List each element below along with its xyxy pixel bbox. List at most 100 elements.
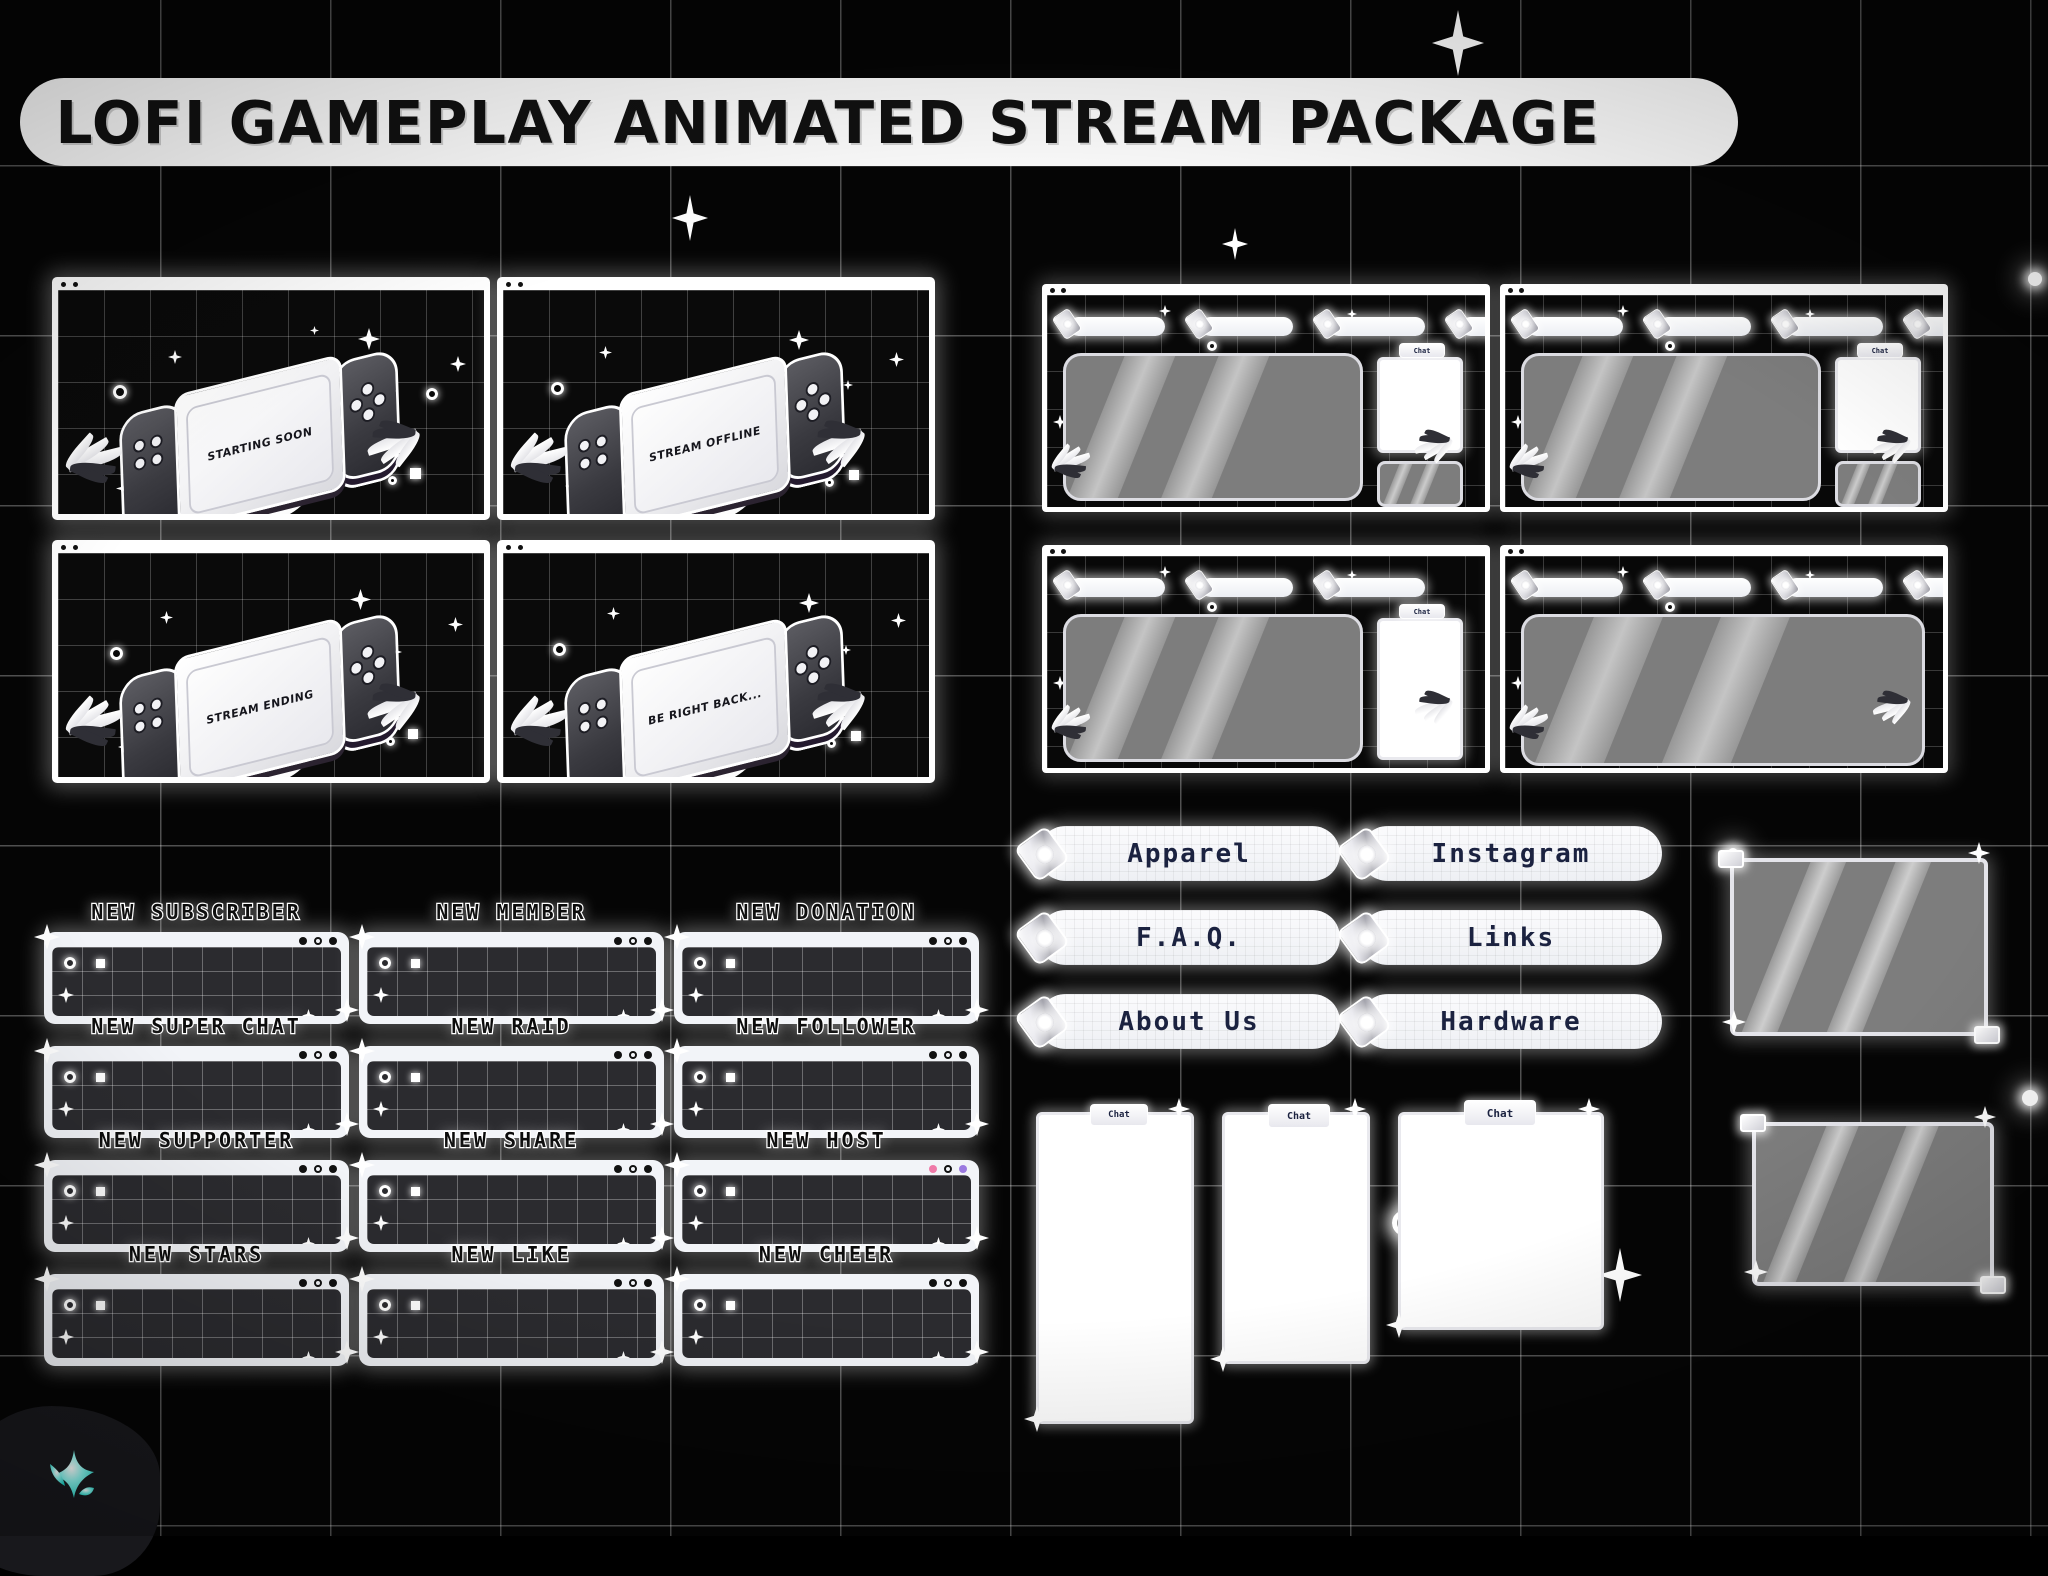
- gameplay-cam[interactable]: [1063, 614, 1363, 762]
- overlay-layout-overlay-a[interactable]: Chat: [1042, 284, 1490, 512]
- window-dot: [929, 937, 937, 945]
- alert-card[interactable]: [44, 932, 349, 1024]
- panel-button-instagram[interactable]: Instagram: [1335, 825, 1662, 883]
- decor-ring: [64, 1071, 76, 1083]
- alert-new-raid[interactable]: NEW RAID: [349, 1013, 674, 1138]
- overlay-tab-3[interactable]: [1329, 578, 1425, 597]
- alert-screen: [52, 947, 341, 1016]
- scene-panel-starting-soon[interactable]: STARTING SOON: [52, 277, 490, 520]
- panel-button-label: Links: [1466, 922, 1556, 953]
- window-dots: [929, 1165, 967, 1173]
- alert-card[interactable]: [359, 932, 664, 1024]
- scene-panel-be-right-back[interactable]: BE RIGHT BACK...: [497, 540, 935, 783]
- panel-button-hardware[interactable]: Hardware: [1335, 993, 1662, 1051]
- window-dots: [614, 1165, 652, 1173]
- overlay-tab-2[interactable]: [1659, 578, 1751, 597]
- gameplay-cam-full[interactable]: [1521, 614, 1925, 766]
- alert-card[interactable]: [44, 1046, 349, 1138]
- scene-panel-stream-ending[interactable]: STREAM ENDING: [52, 540, 490, 783]
- overlay-tab-3[interactable]: [1329, 317, 1425, 336]
- alert-new-supporter[interactable]: NEW SUPPORTER: [34, 1127, 359, 1252]
- panel-button-about-us[interactable]: About Us: [1013, 993, 1340, 1051]
- console-screen: STARTING SOON: [173, 353, 347, 514]
- chat-tab-label[interactable]: Chat: [1268, 1104, 1330, 1128]
- decor-star: [373, 987, 389, 1003]
- facecam-box[interactable]: [1377, 618, 1463, 760]
- decor-square: [851, 731, 861, 741]
- abxy-buttons-icon: [349, 377, 388, 426]
- window-dot: [314, 1165, 322, 1173]
- cam-card-cam-card-top[interactable]: [1730, 858, 1988, 1036]
- decor-star: [1617, 566, 1629, 578]
- alert-card[interactable]: [674, 1046, 979, 1138]
- overlay-tab-1[interactable]: [1069, 578, 1165, 597]
- alert-new-like[interactable]: NEW LIKE: [349, 1241, 674, 1366]
- alert-card[interactable]: [359, 1160, 664, 1252]
- overlay-tab-2[interactable]: [1201, 578, 1293, 597]
- alert-label: NEW SUBSCRIBER: [90, 899, 302, 925]
- alert-card[interactable]: [359, 1274, 664, 1366]
- facecam-tab[interactable]: Chat: [1399, 343, 1445, 358]
- alert-label: NEW SUPER CHAT: [90, 1013, 302, 1039]
- chat-tab-label[interactable]: Chat: [1464, 1100, 1536, 1126]
- overlay-tab-3[interactable]: [1787, 578, 1883, 597]
- cam-card-cam-card-bottom[interactable]: [1752, 1122, 1994, 1286]
- decor-star: [891, 613, 906, 628]
- facecam-tab[interactable]: Chat: [1857, 343, 1903, 358]
- chat-box-chat-tall[interactable]: [1036, 1112, 1194, 1424]
- alert-new-stars[interactable]: NEW STARS: [34, 1241, 359, 1366]
- decor-ring: [426, 388, 438, 400]
- overlay-layout-overlay-d[interactable]: [1500, 545, 1948, 773]
- alert-new-share[interactable]: NEW SHARE: [349, 1127, 674, 1252]
- panel-button-apparel[interactable]: Apparel: [1013, 825, 1340, 883]
- overlay-tab-1[interactable]: [1527, 578, 1623, 597]
- decor-square: [96, 959, 105, 968]
- alert-card[interactable]: [674, 932, 979, 1024]
- window-dot: [944, 937, 952, 945]
- alert-new-donation[interactable]: NEW DONATION: [664, 899, 989, 1024]
- gameplay-cam[interactable]: [1063, 353, 1363, 501]
- alert-new-subscriber[interactable]: NEW SUBSCRIBER: [34, 899, 359, 1024]
- overlay-tab-3[interactable]: [1787, 317, 1883, 336]
- facecam-tab[interactable]: Chat: [1399, 604, 1445, 619]
- overlay-layout-overlay-b[interactable]: Chat: [1500, 284, 1948, 512]
- overlay-tab-2[interactable]: [1201, 317, 1293, 336]
- alert-card[interactable]: [44, 1160, 349, 1252]
- alert-new-cheer[interactable]: NEW CHEER: [664, 1241, 989, 1366]
- decor-square: [726, 1073, 735, 1082]
- overlay-layout-overlay-c[interactable]: Chat: [1042, 545, 1490, 773]
- overlay-tab-2[interactable]: [1659, 317, 1751, 336]
- alert-new-super-chat[interactable]: NEW SUPER CHAT: [34, 1013, 359, 1138]
- window-dots: [614, 1051, 652, 1059]
- decor-ring: [64, 1185, 76, 1197]
- decor-star: [1159, 305, 1171, 317]
- chat-box-chat-medium[interactable]: [1222, 1112, 1370, 1364]
- scene-panel-stream-offline[interactable]: STREAM OFFLINE: [497, 277, 935, 520]
- chat-box-chat-wide[interactable]: [1398, 1112, 1604, 1330]
- panel-button-links[interactable]: Links: [1335, 909, 1662, 967]
- overlay-tab-1[interactable]: [1069, 317, 1165, 336]
- alert-label: NEW HOST: [765, 1127, 887, 1153]
- window-dot: [314, 1279, 322, 1287]
- overlay-tab-1[interactable]: [1527, 317, 1623, 336]
- secondary-cam[interactable]: [1835, 461, 1921, 507]
- scene-label: STREAM OFFLINE: [648, 423, 762, 465]
- alert-card[interactable]: [359, 1046, 664, 1138]
- panel-button-faq[interactable]: F.A.Q.: [1013, 909, 1340, 967]
- decor-star: [1159, 566, 1171, 578]
- decor-ring: [379, 1299, 391, 1311]
- decor-star: [373, 1215, 389, 1231]
- secondary-cam[interactable]: [1377, 461, 1463, 507]
- alert-card[interactable]: [44, 1274, 349, 1366]
- alert-card[interactable]: [674, 1274, 979, 1366]
- alert-new-host[interactable]: NEW HOST: [664, 1127, 989, 1252]
- window-dots: [506, 282, 523, 287]
- alert-new-member[interactable]: NEW MEMBER: [349, 899, 674, 1024]
- chat-tab-label[interactable]: Chat: [1090, 1104, 1148, 1126]
- decor-star: [373, 1101, 389, 1117]
- gameplay-cam[interactable]: [1521, 353, 1821, 501]
- alert-new-follower[interactable]: NEW FOLLOWER: [664, 1013, 989, 1138]
- alert-card[interactable]: [674, 1160, 979, 1252]
- decor-star: [58, 1101, 74, 1117]
- abxy-buttons-icon: [794, 377, 833, 426]
